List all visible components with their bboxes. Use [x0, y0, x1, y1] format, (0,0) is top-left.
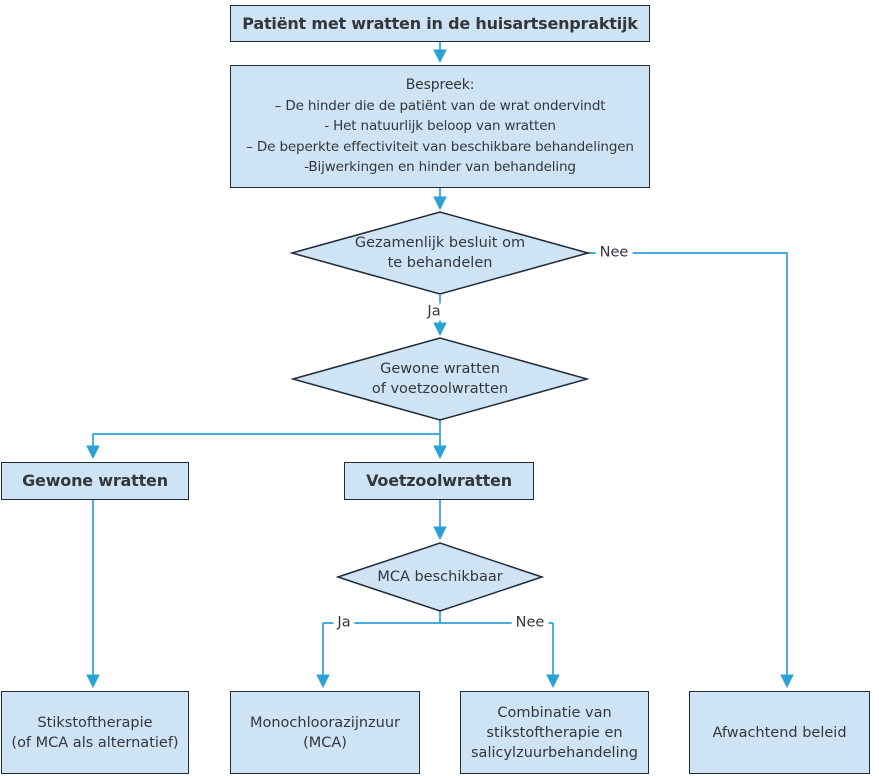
stikstoftherapie-line: (of MCA als alternatief) — [11, 734, 179, 751]
decision-besluit-diamond — [289, 211, 591, 295]
edge-label-besluit-ja: Ja — [423, 303, 445, 321]
node-afwachtend-beleid: Afwachtend beleid — [689, 691, 870, 774]
bespreek-item: -Bijwerkingen en hinder van behandeling — [304, 159, 576, 176]
connector-soort-to-gewone — [86, 433, 440, 460]
gewone-wratten-label: Gewone wratten — [22, 471, 168, 490]
bespreek-title: Bespreek: — [405, 77, 475, 94]
bespreek-item: – De hinder die de patiënt van de wrat o… — [274, 97, 606, 114]
combinatie-line: Combinatie van — [497, 704, 612, 721]
bespreek-item: - Het natuurlijk beloop van wratten — [324, 118, 556, 135]
node-stikstoftherapie: Stikstoftherapie (of MCA als alternatief… — [1, 691, 189, 774]
edge-label-besluit-nee: Nee — [595, 244, 633, 262]
stikstoftherapie-line: Stikstoftherapie — [37, 714, 153, 731]
combinatie-line: salicylzuurbehandeling — [471, 744, 638, 761]
decision-soort-diamond — [290, 337, 590, 421]
node-start-label: Patiënt met wratten in de huisartsenprak… — [242, 13, 638, 33]
node-combinatie: Combinatie van stikstoftherapie en salic… — [460, 691, 649, 774]
combinatie-line: stikstoftherapie en — [486, 724, 623, 741]
node-voetzoolwratten: Voetzoolwratten — [344, 462, 534, 500]
node-monochloorazijnzuur: Monochloorazijnzuur (MCA) — [230, 691, 420, 774]
edge-label-mca-ja: Ja — [333, 614, 355, 632]
node-gewone-wratten: Gewone wratten — [1, 462, 189, 500]
node-start: Patiënt met wratten in de huisartsenprak… — [230, 5, 650, 42]
bespreek-item: – De beperkte effectiviteit van beschikb… — [246, 138, 634, 155]
edge-label-mca-nee: Nee — [511, 614, 549, 632]
monochloorazijnzuur-line: Monochloorazijnzuur — [249, 714, 401, 731]
afwachtend-beleid-label: Afwachtend beleid — [712, 724, 847, 741]
node-bespreek: Bespreek: – De hinder die de patiënt van… — [230, 65, 650, 188]
monochloorazijnzuur-line: (MCA) — [303, 734, 347, 751]
decision-mca-diamond — [335, 542, 545, 612]
voetzoolwratten-label: Voetzoolwratten — [366, 471, 512, 490]
connector-besluit-nee — [588, 252, 794, 689]
